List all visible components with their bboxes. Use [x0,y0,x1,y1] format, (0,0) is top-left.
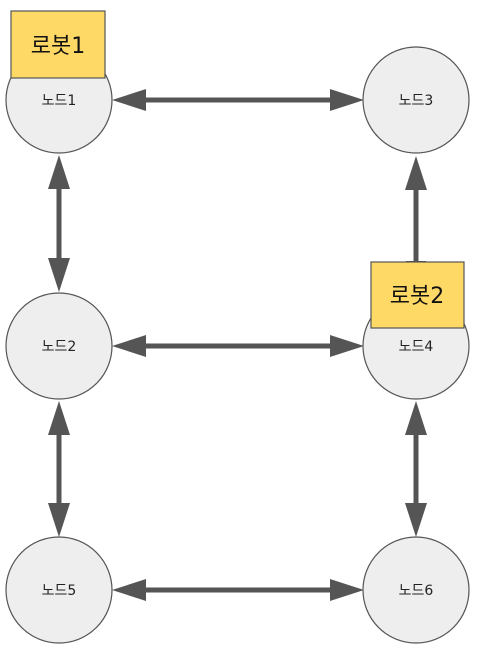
arrowhead-up-icon [48,401,70,435]
arrowhead-left-icon [112,89,146,111]
node-3: 노드3 [362,46,470,154]
arrowhead-left-icon [112,579,146,601]
edge-n1-n2 [48,155,70,292]
node-4-label: 노드4 [399,339,434,355]
robot-2-label: 로봇2 [390,284,444,309]
arrowhead-right-icon [330,579,364,601]
arrowhead-up-icon [405,156,427,190]
edge-n2-n4 [112,335,364,357]
node-5: 노드5 [5,536,113,644]
node-6: 노드6 [362,536,470,644]
arrowhead-right-icon [330,89,364,111]
robot-1-label: 로봇1 [31,34,85,59]
arrowhead-down-icon [48,258,70,292]
arrowhead-down-icon [48,503,70,537]
node-2-label: 노드2 [42,339,77,355]
arrowhead-right-icon [330,335,364,357]
node-2: 노드2 [5,292,113,400]
edge-n2-n5 [48,401,70,537]
node-3-label: 노드3 [399,93,434,109]
arrowhead-left-icon [112,335,146,357]
edge-n4-n3 [405,156,427,263]
robot-2: 로봇2 [370,261,465,329]
node-1-label: 노드1 [42,93,77,109]
arrowhead-up-icon [405,401,427,435]
node-5-label: 노드5 [42,583,77,599]
arrowhead-up-icon [48,155,70,189]
edge-n4-n6 [405,401,427,537]
edge-n5-n6 [112,579,364,601]
arrowhead-down-icon [405,503,427,537]
edge-n1-n3 [112,89,364,111]
robot-1: 로봇1 [10,10,106,79]
node-6-label: 노드6 [399,583,434,599]
